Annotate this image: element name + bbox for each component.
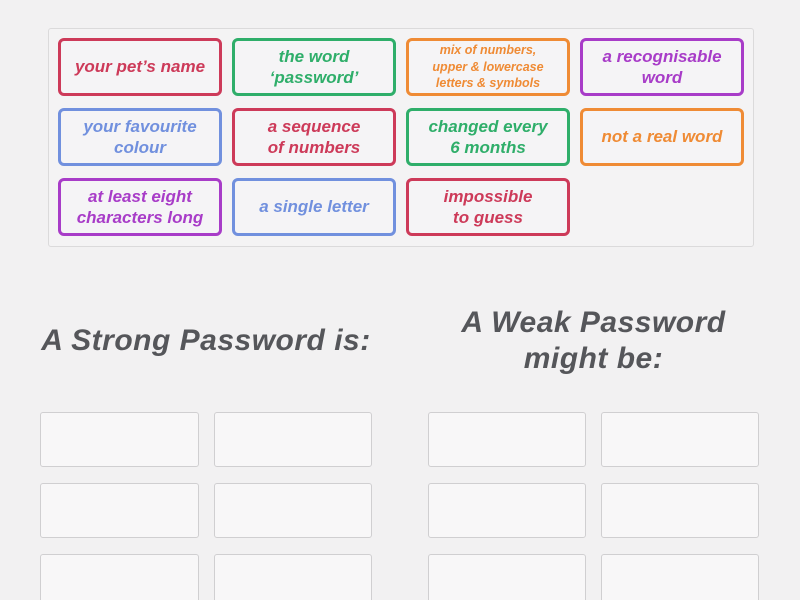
draggable-card[interactable]: a recognisable word [580, 38, 744, 96]
empty-drop-slot[interactable] [601, 482, 759, 538]
draggable-card[interactable]: your favourite colour [58, 108, 222, 166]
empty-drop-slot[interactable] [213, 482, 372, 538]
group-weak-slots [428, 411, 759, 600]
group-strong-title: A Strong Password is: [41, 323, 371, 357]
group-strong-password: A Strong Password is: [40, 270, 372, 600]
group-weak-title: A Weak Password might be: [461, 305, 726, 375]
draggable-card[interactable]: the word ‘password’ [232, 38, 396, 96]
draggable-card[interactable]: changed every 6 months [406, 108, 570, 166]
empty-drop-slot[interactable] [601, 553, 759, 600]
empty-drop-slot[interactable] [428, 553, 586, 600]
draggable-card[interactable]: at least eight characters long [58, 178, 222, 236]
empty-drop-slot[interactable] [601, 411, 759, 467]
draggable-card[interactable]: a single letter [232, 178, 396, 236]
group-weak-password: A Weak Password might be: [428, 270, 759, 600]
empty-drop-slot[interactable] [40, 411, 199, 467]
empty-drop-slot[interactable] [40, 482, 199, 538]
empty-drop-slot[interactable] [213, 553, 372, 600]
draggable-card[interactable]: not a real word [580, 108, 744, 166]
empty-drop-slot[interactable] [40, 553, 199, 600]
draggable-card[interactable]: mix of numbers, upper & lowercase letter… [406, 38, 570, 96]
empty-drop-slot[interactable] [428, 482, 586, 538]
draggable-card[interactable]: your pet’s name [58, 38, 222, 96]
draggable-card[interactable]: impossible to guess [406, 178, 570, 236]
group-strong-slots [40, 411, 372, 600]
draggable-card[interactable]: a sequence of numbers [232, 108, 396, 166]
empty-drop-slot[interactable] [213, 411, 372, 467]
empty-drop-slot[interactable] [428, 411, 586, 467]
